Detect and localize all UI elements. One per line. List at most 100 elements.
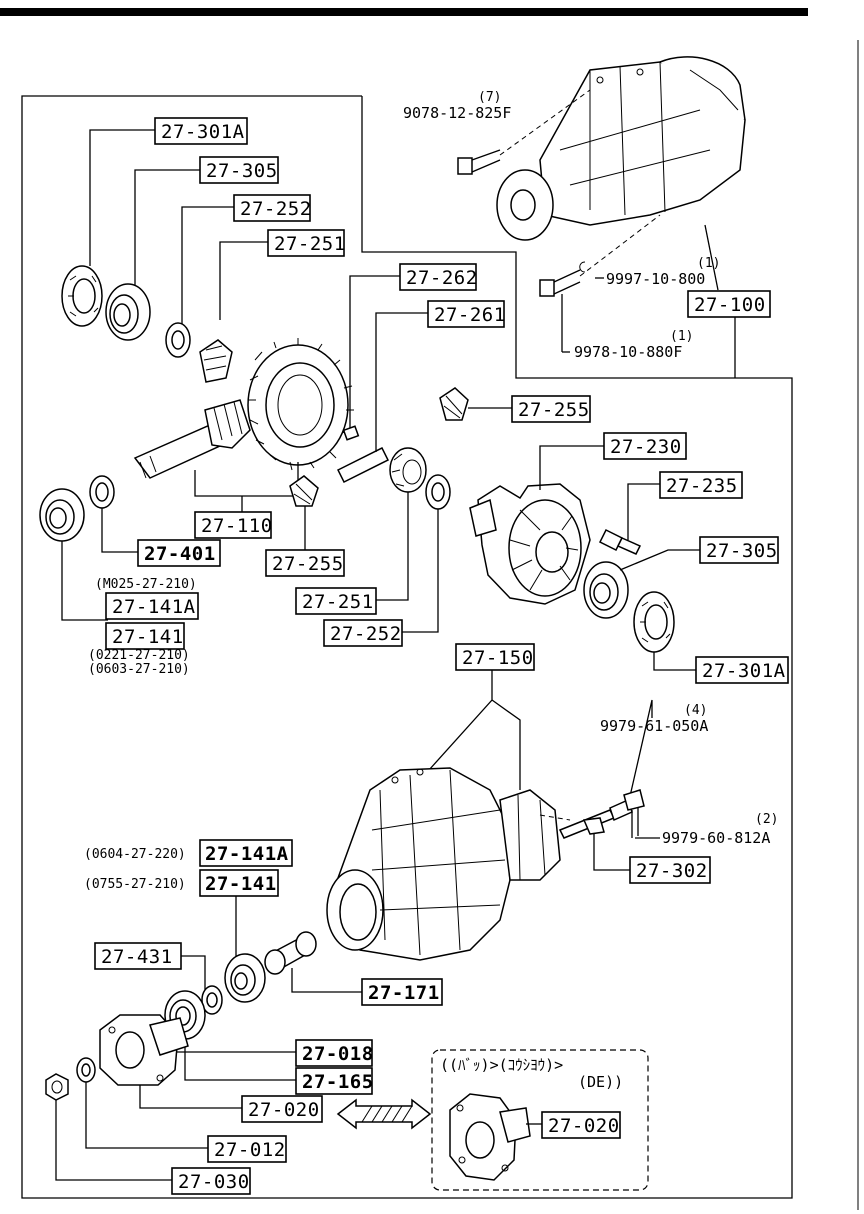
label-27-235: 27-235 [666,475,738,497]
top-rule [0,8,808,16]
inset-frame [431,1049,649,1191]
clip-27-302 [582,817,605,835]
label-box-27-255-mid [511,395,591,423]
note-0604: (0604-27-220) [84,847,186,862]
label-27-305-right: 27-305 [706,540,778,562]
note-0221: (0221-27-210) [88,648,190,663]
label-27-261: 27-261 [434,304,506,326]
note-m025: (M025-27-210) [95,577,197,592]
label-box-27-141a-lower [199,839,293,867]
label-27-401: 27-401 [144,543,216,565]
label-27-230: 27-230 [610,436,682,458]
pinion-spacer [89,475,115,509]
thrust-washer-right [425,474,451,510]
pinion-bearing [39,488,85,542]
label-27-020-inset: 27-020 [548,1115,620,1137]
collapsible-spacer [264,931,317,975]
label-box-27-165 [295,1067,373,1095]
label-box-27-141a-upper [105,592,199,620]
note-0603: (0603-27-210) [88,662,190,677]
label-27-302: 27-302 [636,860,708,882]
label-box-27-012 [207,1135,287,1163]
note-0755: (0755-27-210) [84,877,186,892]
lock-pin [342,425,360,441]
drive-pinion [133,399,251,479]
label-box-27-018 [295,1039,373,1067]
bearing-left [105,283,151,341]
pinion-mate-upper [439,387,469,421]
carrier-housing-lower [326,767,561,961]
bolt-low-number: 9979-60-812A [662,829,770,847]
label-27-165: 27-165 [302,1071,374,1093]
label-27-141-upper: 27-141 [112,626,184,648]
washer-qty: (1) [697,256,720,271]
label-box-27-150 [455,643,535,671]
bearing-right [583,561,629,619]
label-27-251-low: 27-251 [302,591,374,613]
side-gear-left [199,339,233,383]
label-27-171: 27-171 [368,982,440,1004]
label-box-27-251-low [295,587,377,615]
inset-title: ((ﾊﾞｯ)>(ｺｳｼﾖｳ)> [440,1056,563,1074]
differential-case [469,483,591,605]
label-27-255-low: 27-255 [272,553,344,575]
label-box-27-141-lower [199,869,279,897]
label-box-27-020-main [241,1095,323,1123]
label-box-27-305-top [199,156,279,184]
bolt-9979-60 [623,789,660,839]
label-27-141a-upper: 27-141A [112,596,196,618]
adjuster-nut-left [61,265,103,327]
pinion-mate-gear [289,475,319,507]
label-box-27-251-top [267,229,345,257]
stud-number: 9979-61-050A [600,717,708,735]
label-27-150: 27-150 [462,647,534,669]
companion-flange [99,1014,189,1086]
label-27-262: 27-262 [406,267,478,289]
label-27-030: 27-030 [178,1171,250,1193]
label-box-27-305-right [699,536,779,564]
label-27-012: 27-012 [214,1139,286,1161]
label-box-27-020-inset [541,1111,621,1139]
interchange-arrow [336,1098,432,1130]
bolt-top-qty: (7) [478,90,501,105]
flange-washer [76,1057,96,1083]
label-27-141-lower: 27-141 [205,873,277,895]
label-27-251-top: 27-251 [274,233,346,255]
carrier-housing-top [496,56,746,241]
label-box-27-261 [427,300,505,328]
label-27-255-mid: 27-255 [518,399,590,421]
inset-flange [449,1093,531,1181]
stud-qty: (4) [684,703,707,718]
label-box-27-230 [603,432,687,460]
label-box-27-110 [194,511,272,539]
label-27-252-top: 27-252 [240,198,312,220]
label-box-27-171 [361,978,443,1006]
label-box-27-030 [171,1167,251,1195]
label-27-018: 27-018 [302,1043,374,1065]
label-box-27-141-upper [105,622,185,650]
pinion-shaft [336,446,390,484]
label-box-27-302 [629,856,711,884]
bolt-top-number: 9078-12-825F [403,104,511,122]
washer-and-bolt-mid [539,214,661,353]
label-27-431: 27-431 [101,946,173,968]
pinion-rear-bearing [224,953,266,1003]
thrust-washer-left [165,322,191,358]
assembly-frame [21,95,793,1199]
spacer-washer [201,985,223,1015]
label-27-301a-top: 27-301A [161,121,245,143]
label-box-27-262 [399,263,477,291]
label-box-27-252-top [233,194,311,222]
ring-gear-bolt [598,528,642,555]
label-box-27-252-low [323,619,403,647]
label-box-27-301a-right [695,656,789,684]
inset-de: (DE)) [578,1073,623,1091]
label-box-27-100 [687,290,771,318]
label-box-27-255-low [265,549,345,577]
bolt-9078 [457,89,591,175]
label-27-100: 27-100 [694,294,766,316]
label-box-27-301a-top [154,117,248,145]
bolt-mid-qty: (1) [670,329,693,344]
side-gear-right [389,447,427,493]
